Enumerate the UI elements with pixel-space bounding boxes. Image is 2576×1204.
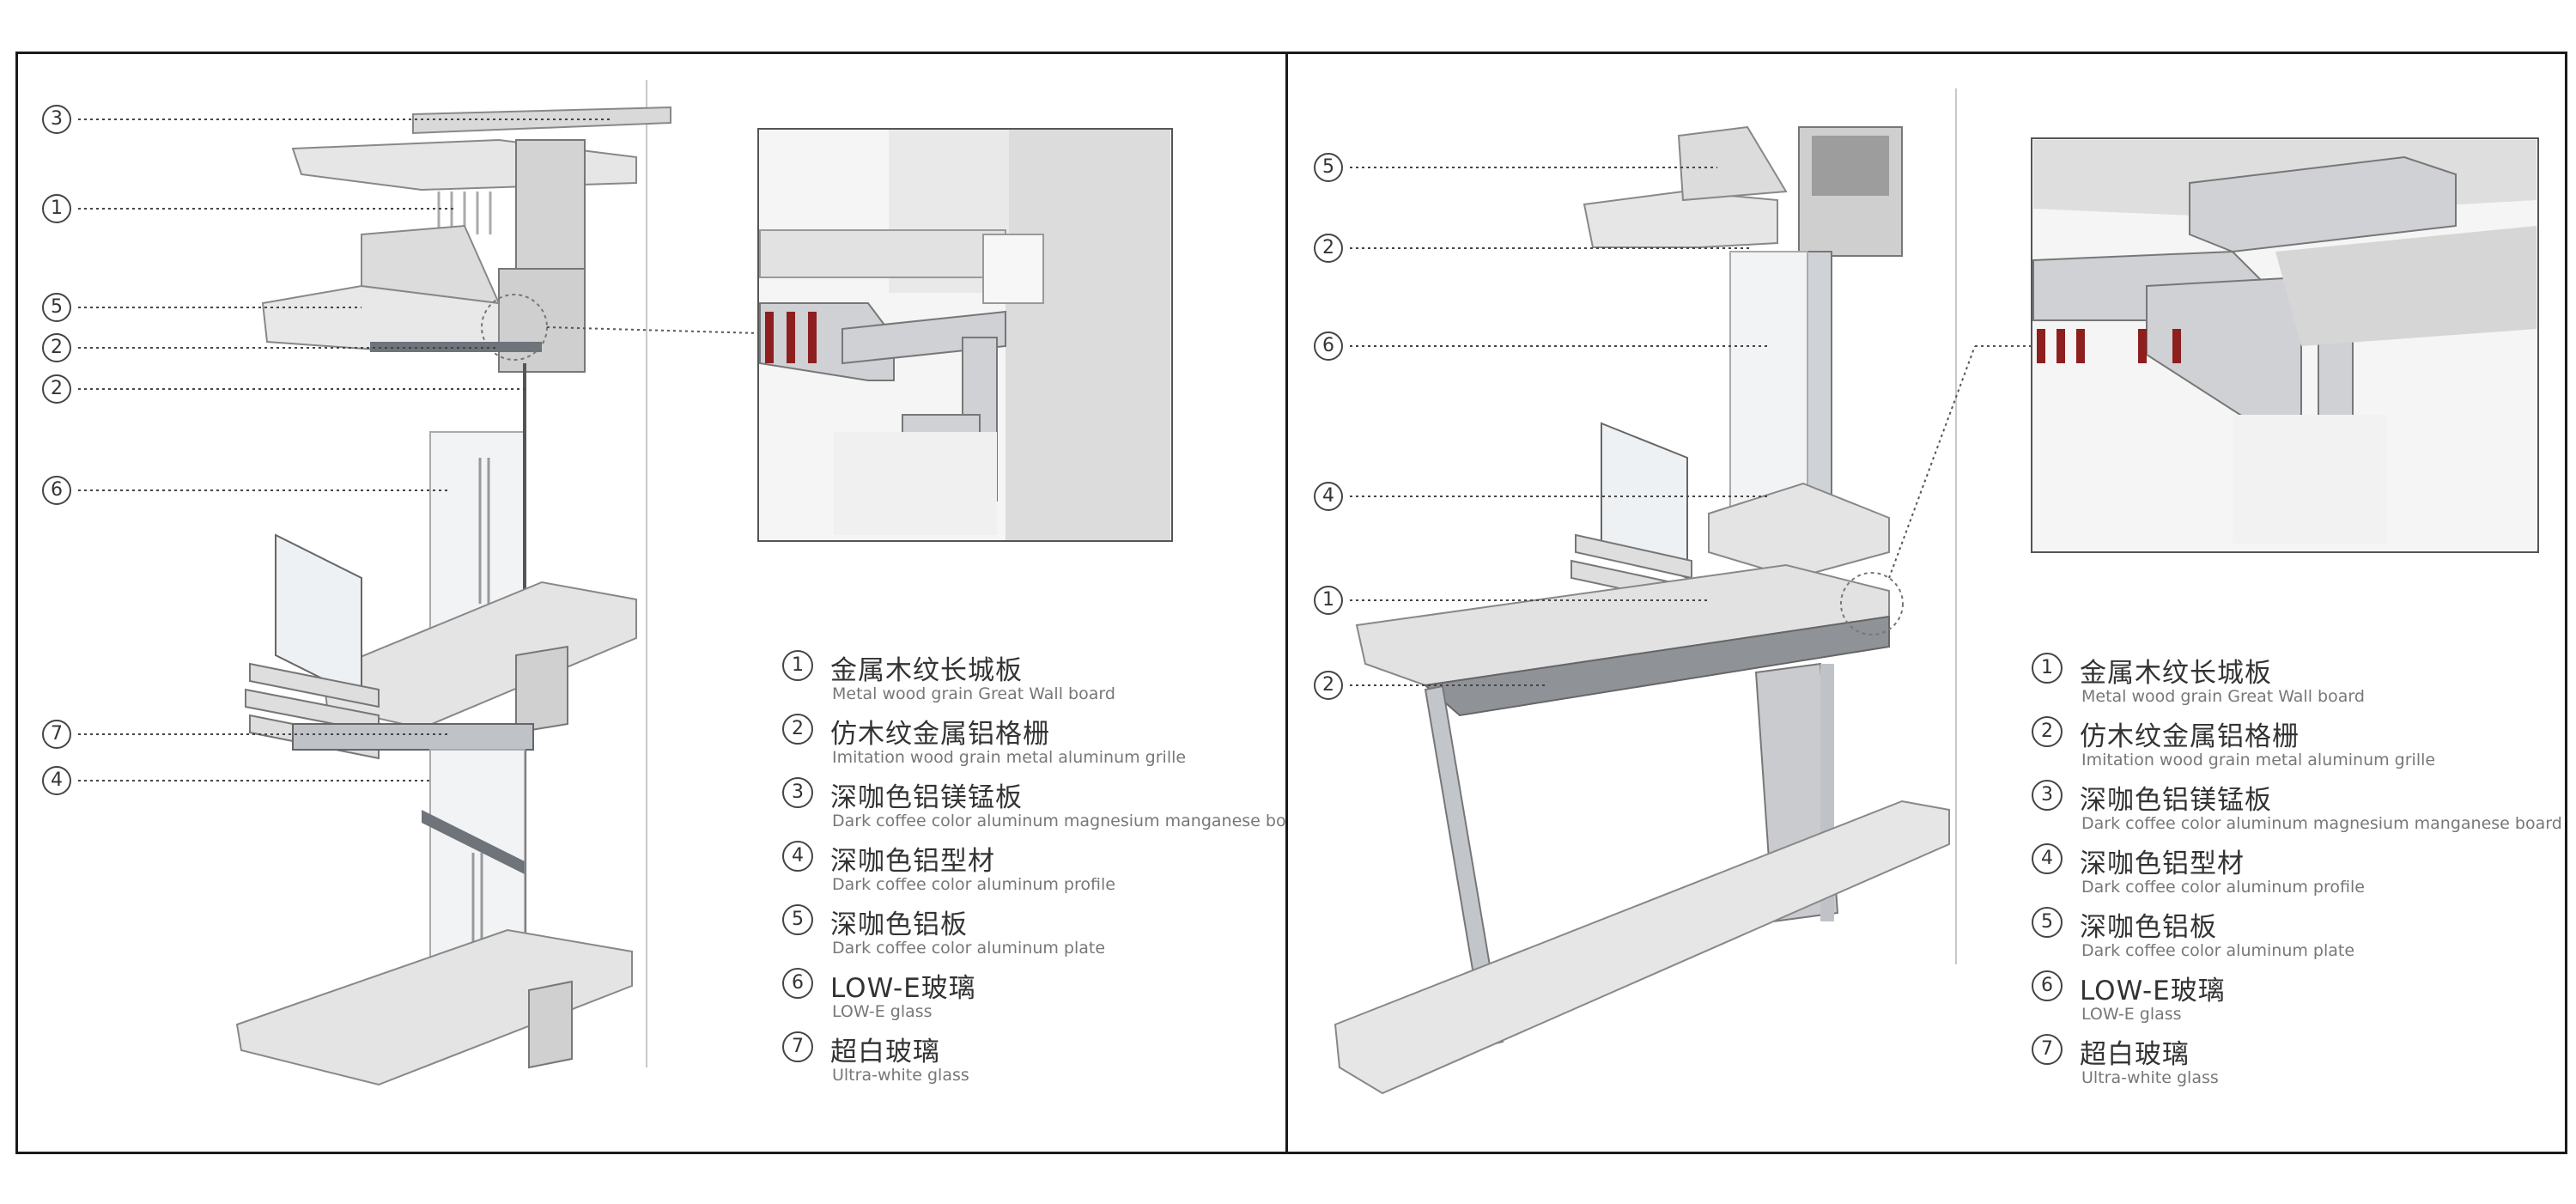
legend-number: 1	[2032, 653, 2063, 684]
legend-label-zh: LOW-E玻璃	[830, 973, 976, 1004]
legend-number: 6	[2032, 970, 2063, 1001]
legend-label-en: Metal wood grain Great Wall board	[832, 684, 1115, 703]
legend-label-zh: 深咖色铝板	[830, 909, 968, 940]
callout-marker: 7	[42, 720, 71, 749]
legend-label-zh: 仿木纹金属铝格栅	[830, 719, 1050, 750]
legend-label-en: Dark coffee color aluminum magnesium man…	[2081, 814, 2562, 833]
legend-number: 6	[782, 968, 813, 999]
legend-label-en: Imitation wood grain metal aluminum gril…	[832, 748, 1187, 767]
legend-label-zh: 仿木纹金属铝格栅	[2080, 721, 2300, 752]
legend-label-en: Metal wood grain Great Wall board	[2081, 687, 2365, 706]
callout-marker: 3	[42, 105, 71, 134]
legend-label-zh: 深咖色铝镁锰板	[2080, 785, 2272, 816]
legend-label-zh: LOW-E玻璃	[2080, 976, 2226, 1006]
legend-label-en: LOW-E glass	[832, 1002, 933, 1021]
legend-label-zh: 金属木纹长城板	[830, 655, 1023, 686]
legend-number: 3	[2032, 780, 2063, 811]
legend-number: 7	[2032, 1034, 2063, 1065]
legend-number: 7	[782, 1031, 813, 1062]
legend-label-en: Dark coffee color aluminum magnesium man…	[832, 812, 1313, 830]
legend-label-zh: 超白玻璃	[830, 1037, 940, 1067]
legend-label-zh: 深咖色铝板	[2080, 912, 2217, 943]
legend-label-en: Ultra-white glass	[2081, 1068, 2219, 1087]
legend-label-en: Ultra-white glass	[832, 1066, 969, 1085]
callout-marker: 2	[1314, 671, 1343, 700]
left-detail-panel: 3 1 5 2 2 6 7 4 1 金属木纹长城板 Metal wood gra…	[15, 52, 1313, 1154]
legend-label-en: Dark coffee color aluminum plate	[2081, 941, 2355, 960]
left-section-axonometric	[78, 80, 1173, 1086]
legend-label-zh: 深咖色铝镁锰板	[830, 782, 1023, 813]
right-section-axonometric	[1334, 88, 2539, 1095]
legend-label-zh: 超白玻璃	[2080, 1039, 2190, 1070]
right-detail-panel: 5 2 6 4 1 2 1 金属木纹长城板 Metal wood grain G…	[1285, 52, 2567, 1154]
legend-number: 1	[782, 650, 813, 681]
legend-number: 3	[782, 777, 813, 808]
callout-marker: 5	[42, 293, 71, 322]
callout-marker: 2	[1314, 234, 1343, 263]
legend-label-en: Dark coffee color aluminum profile	[2081, 878, 2365, 897]
legend-label-en: Dark coffee color aluminum profile	[832, 875, 1115, 894]
callout-marker: 2	[42, 333, 71, 362]
legend-label-en: LOW-E glass	[2081, 1005, 2182, 1024]
callout-marker: 4	[42, 766, 71, 795]
legend-number: 2	[782, 714, 813, 745]
callout-marker: 4	[1314, 482, 1343, 511]
legend-label-zh: 深咖色铝型材	[830, 846, 995, 877]
legend-label-zh: 深咖色铝型材	[2080, 848, 2245, 879]
callout-marker: 2	[42, 374, 71, 404]
legend-label-zh: 金属木纹长城板	[2080, 658, 2272, 689]
callout-marker: 6	[1314, 331, 1343, 361]
callout-marker: 1	[42, 194, 71, 223]
legend-number: 4	[782, 841, 813, 872]
callout-marker: 1	[1314, 586, 1343, 615]
callout-marker: 6	[42, 476, 71, 505]
legend-number: 2	[2032, 716, 2063, 747]
legend-label-en: Imitation wood grain metal aluminum gril…	[2081, 751, 2436, 769]
legend-label-en: Dark coffee color aluminum plate	[832, 939, 1106, 958]
legend-number: 4	[2032, 843, 2063, 874]
legend-number: 5	[2032, 907, 2063, 938]
callout-marker: 5	[1314, 153, 1343, 182]
legend-number: 5	[782, 904, 813, 935]
